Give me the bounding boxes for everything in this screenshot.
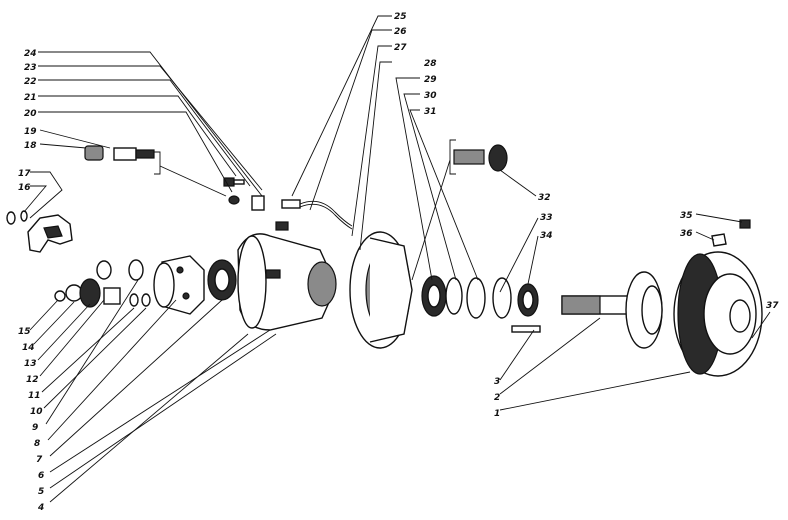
callout-1: 1 [494, 409, 500, 419]
callout-24: 24 [24, 49, 37, 59]
callout-35: 35 [680, 211, 693, 221]
part-left-bearing-set [54, 259, 151, 308]
callout-22: 22 [24, 77, 37, 87]
callout-13: 13 [24, 359, 37, 369]
part-brake-assembly [349, 231, 413, 349]
callout-16: 16 [18, 183, 31, 193]
part-outer-bearing-rings [421, 275, 539, 319]
callout-32: 32 [538, 193, 551, 203]
part-brake-drum [673, 251, 763, 377]
callout-28: 28 [424, 59, 437, 69]
callout-30: 30 [424, 91, 437, 101]
callout-20: 20 [24, 109, 37, 119]
callout-33: 33 [540, 213, 553, 223]
callout-15: 15 [18, 327, 31, 337]
callout-12: 12 [26, 375, 39, 385]
part-top-bolt [453, 144, 508, 172]
callout-9: 9 [32, 423, 38, 433]
part-fittings [223, 177, 353, 231]
callout-31: 31 [424, 107, 437, 117]
callout-14: 14 [22, 343, 35, 353]
part-drum-fasteners [711, 219, 771, 339]
callout-36: 36 [680, 229, 693, 239]
callout-21: 21 [24, 93, 37, 103]
part-axle-shaft [561, 271, 663, 349]
callout-10: 10 [30, 407, 43, 417]
callout-5: 5 [38, 487, 44, 497]
callout-6: 6 [38, 471, 44, 481]
callout-2: 2 [494, 393, 500, 403]
leader-lines [23, 15, 743, 503]
callout-29: 29 [424, 75, 437, 85]
callout-3: 3 [494, 377, 500, 387]
callout-25: 25 [394, 12, 407, 22]
callout-11: 11 [28, 391, 41, 401]
part-inner-bearing [207, 259, 237, 301]
callout-34: 34 [540, 231, 553, 241]
part-axle-housing [237, 233, 337, 331]
part-bracket-cover [6, 210, 73, 253]
callout-7: 7 [36, 455, 43, 465]
callout-27: 27 [394, 43, 407, 53]
callout-4: 4 [37, 503, 44, 513]
callout-23: 23 [24, 63, 37, 73]
callout-17: 17 [18, 169, 31, 179]
part-lower-bolt [511, 325, 541, 333]
callout-8: 8 [34, 439, 40, 449]
part-flange [153, 255, 205, 315]
callout-26: 26 [394, 27, 407, 37]
callout-37: 37 [766, 301, 779, 311]
part-bleeder-bolts [84, 145, 155, 161]
callout-labels: 1 2 3 4 5 6 7 8 9 10 11 12 13 14 15 16 1… [18, 12, 779, 513]
callout-18: 18 [24, 141, 37, 151]
callout-19: 19 [24, 127, 37, 137]
